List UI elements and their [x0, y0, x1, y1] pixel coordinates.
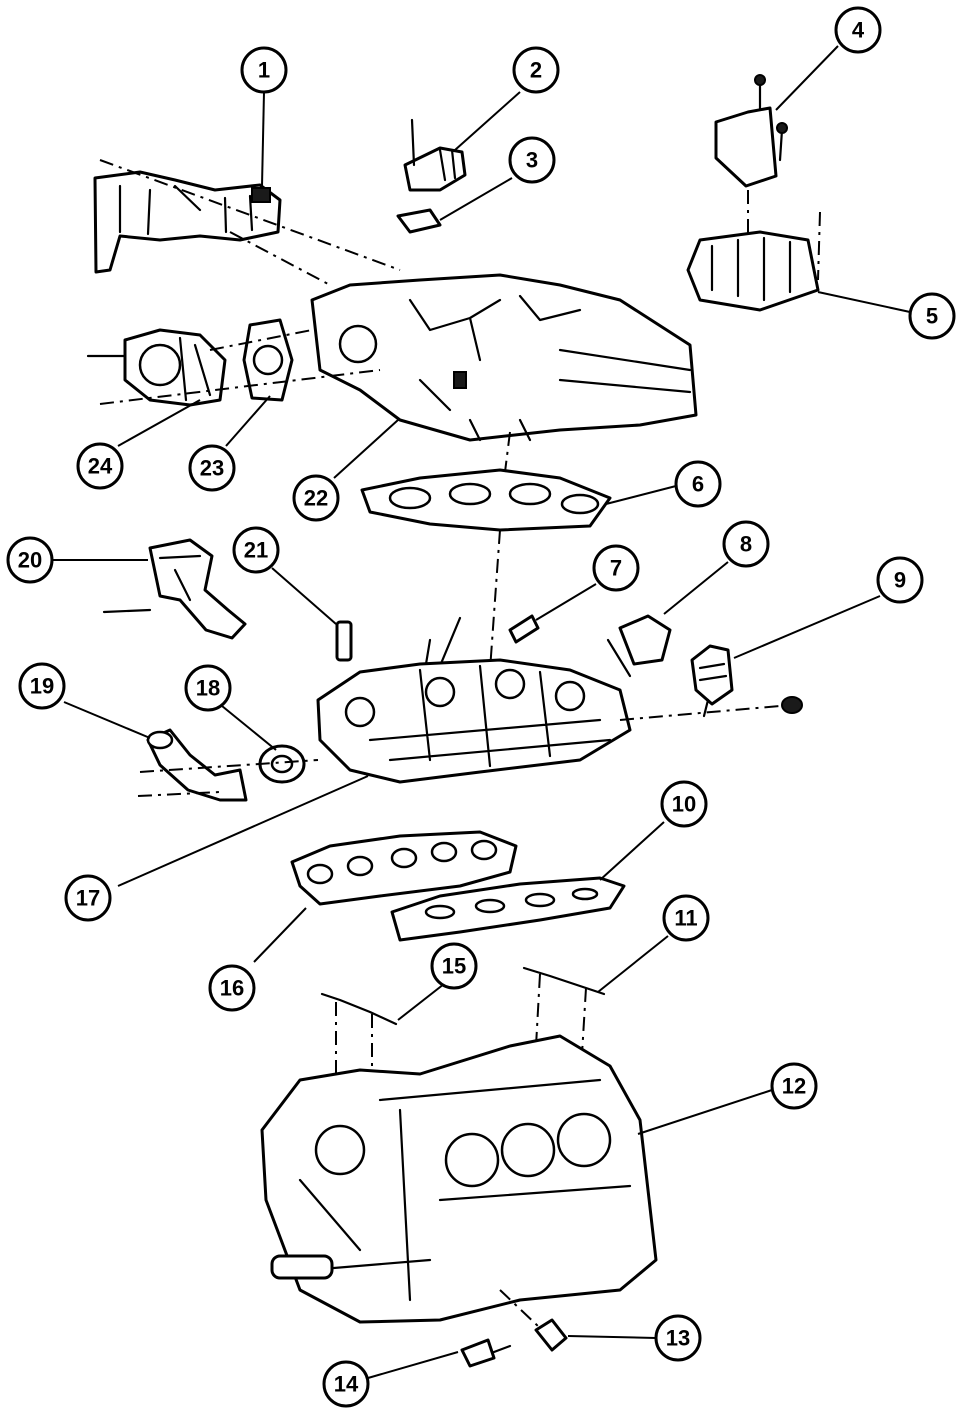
- callout-label-24: 24: [88, 454, 113, 479]
- part-6-intake-gasket: [360, 468, 612, 532]
- part-14-knock-sensor: [460, 1338, 512, 1368]
- part-5-ignition-coil-pack: [686, 190, 821, 312]
- callout-label-2: 2: [530, 58, 542, 83]
- callout-label-6: 6: [692, 472, 704, 497]
- part-24-throttle-body: [86, 328, 227, 407]
- callout-label-13: 13: [666, 1326, 690, 1351]
- part-16-intake-gasket-left: [290, 830, 518, 906]
- callout-label-9: 9: [894, 568, 906, 593]
- callout-label-7: 7: [610, 556, 622, 581]
- part-21-sensor: [335, 620, 353, 662]
- part-10-intake-gasket-right: [390, 876, 626, 942]
- part-19-water-outlet: [146, 728, 248, 802]
- part-20-egr-valve: [102, 538, 247, 640]
- part-1-upper-intake-section: [93, 170, 282, 274]
- callout-label-4: 4: [852, 18, 865, 43]
- part-12-engine-block: [260, 1034, 658, 1324]
- callout-6: 6: [674, 460, 722, 508]
- callout-18: 18: [184, 664, 232, 712]
- callout-label-18: 18: [196, 676, 220, 701]
- callout-23: 23: [188, 444, 236, 492]
- callout-label-1: 1: [258, 58, 270, 83]
- callout-label-11: 11: [674, 906, 697, 931]
- callout-21: 21: [232, 526, 280, 574]
- callout-17: 17: [64, 874, 112, 922]
- part-2-idle-air-control-valve: [403, 118, 467, 192]
- callout-8: 8: [722, 520, 770, 568]
- bolt-right: [781, 696, 803, 714]
- callout-22: 22: [292, 474, 340, 522]
- callout-16: 16: [208, 964, 256, 1012]
- part-11-seal-right: [522, 966, 606, 1055]
- part-3-gasket: [396, 208, 442, 234]
- callout-label-8: 8: [740, 532, 752, 557]
- callout-24: 24: [76, 442, 124, 490]
- callout-9: 9: [876, 556, 924, 604]
- callout-1: 1: [240, 46, 288, 94]
- callout-label-15: 15: [442, 954, 466, 979]
- callout-3: 3: [508, 136, 556, 184]
- callout-11: 11: [662, 894, 710, 942]
- callout-14: 14: [322, 1360, 370, 1408]
- callout-5: 5: [908, 292, 956, 340]
- part-17-lower-intake-manifold: [316, 658, 632, 784]
- callout-label-17: 17: [76, 886, 100, 911]
- part-23-throttle-body-gasket: [242, 318, 294, 402]
- part-18-thermostat: [258, 744, 306, 784]
- callout-15: 15: [430, 942, 478, 990]
- callout-label-20: 20: [18, 548, 42, 573]
- part-13-oil-pressure-sensor: [499, 1289, 568, 1352]
- callout-label-16: 16: [220, 976, 244, 1001]
- callout-label-10: 10: [672, 792, 696, 817]
- callout-label-22: 22: [304, 486, 328, 511]
- callout-7: 7: [592, 544, 640, 592]
- callout-2: 2: [512, 46, 560, 94]
- part-4-bracket: [714, 74, 788, 188]
- callout-label-14: 14: [334, 1372, 359, 1397]
- leader-lines: [52, 45, 911, 1379]
- callout-label-19: 19: [30, 674, 54, 699]
- callout-label-21: 21: [244, 538, 268, 563]
- callout-13: 13: [654, 1314, 702, 1362]
- callout-label-12: 12: [782, 1074, 806, 1099]
- callout-20: 20: [6, 536, 54, 584]
- upper-intake-manifold: [310, 273, 698, 442]
- callout-12: 12: [770, 1062, 818, 1110]
- callout-label-23: 23: [200, 456, 224, 481]
- part-8-sensor: [606, 614, 672, 678]
- callout-19: 19: [18, 662, 66, 710]
- callout-label-3: 3: [526, 148, 538, 173]
- part-15-seal-left: [320, 992, 398, 1082]
- callout-label-5: 5: [926, 304, 938, 329]
- part-9-thermostat-housing: [690, 644, 734, 718]
- callout-4: 4: [834, 6, 882, 54]
- callout-10: 10: [660, 780, 708, 828]
